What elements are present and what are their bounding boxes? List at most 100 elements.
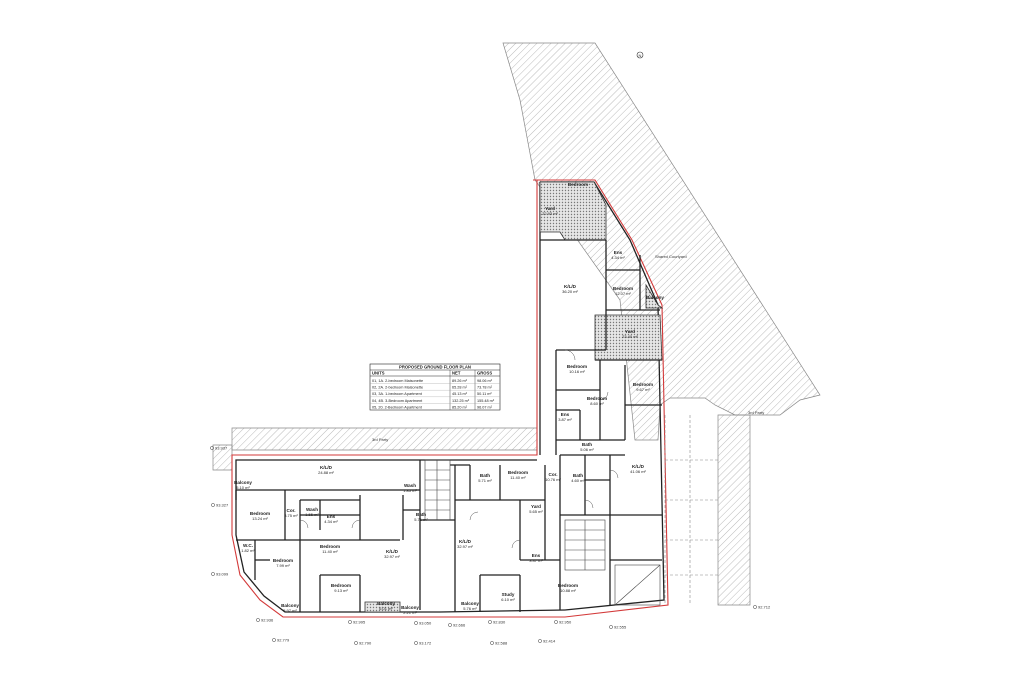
room-name-kld-c: K/L/D xyxy=(459,539,472,544)
room-area-kld-left: 24.88 m² xyxy=(318,470,334,475)
room-area-bedroom-l4: 9.13 m² xyxy=(334,588,348,593)
room-name-yard-mid: Yard xyxy=(625,329,635,334)
level-marker xyxy=(414,641,418,645)
room-name-bedroom-5: Bedroom xyxy=(587,396,607,401)
room-name-bath-r: Bath xyxy=(582,442,592,447)
level-value: 92.712 xyxy=(758,605,771,610)
level-value: 93.172 xyxy=(419,641,432,646)
room-area-kld-top: 36.20 m² xyxy=(562,289,578,294)
north-mark-label: N xyxy=(639,53,642,58)
room-area-ens-c: 3.37 m² xyxy=(529,558,543,563)
area-table-net: 89.26 m² xyxy=(452,379,468,383)
level-value: 92.936 xyxy=(261,618,274,623)
area-table-gross: 50.11 m² xyxy=(477,392,492,396)
room-name-ens-l: Ens xyxy=(327,514,336,519)
room-name-study: Study xyxy=(502,592,515,597)
balcony-top-fill xyxy=(645,283,664,309)
room-name-cor-c: Cor. xyxy=(549,472,558,477)
room-area-cor-l: 3.75 m² xyxy=(284,513,298,518)
level-marker xyxy=(448,623,452,627)
level-marker xyxy=(490,641,494,645)
level-marker xyxy=(538,639,542,643)
partitions-left-block xyxy=(235,460,560,612)
level-marker xyxy=(488,620,492,624)
room-area-ens-l: 4.34 m² xyxy=(324,519,338,524)
level-value: 92.790 xyxy=(359,641,372,646)
level-value: 93.327 xyxy=(216,503,229,508)
room-name-bath-l: Bath xyxy=(416,512,426,517)
room-name-yard-c: Yard xyxy=(531,504,541,509)
room-area-bath-r: 5.06 m² xyxy=(580,447,594,452)
level-marker xyxy=(348,620,352,624)
area-table-net: 45.13 m² xyxy=(452,392,468,396)
room-area-yard-top: 22.93 m² xyxy=(542,211,558,216)
room-area-bath-c: 5.71 m² xyxy=(478,478,492,483)
north-arrow: N xyxy=(636,51,644,59)
room-area-balcony-b4: 2.21 m² xyxy=(403,610,417,615)
third-party-label-left: 3rd Party xyxy=(372,437,388,442)
level-marker xyxy=(554,620,558,624)
level-marker xyxy=(609,625,613,629)
room-name-wc-l: W.C. xyxy=(243,543,253,548)
room-area-bedroom-c: 11.40 m² xyxy=(510,475,526,480)
room-name-balcony-b3: Balcony xyxy=(461,601,479,606)
door-swings xyxy=(299,349,619,549)
room-name-kld-right: K/L/D xyxy=(632,464,645,469)
area-table-gross: 155.48 m² xyxy=(477,399,495,403)
level-marker xyxy=(211,572,215,576)
room-name-kld-left: K/L/D xyxy=(320,465,333,470)
room-area-bedroom-l1: 13.24 m² xyxy=(252,516,268,521)
room-name-bedroom-l4: Bedroom xyxy=(331,583,351,588)
stairs-central xyxy=(424,459,451,521)
room-area-bedroom-3: 10.16 m² xyxy=(569,369,585,374)
room-name-bedroom-4: Bedroom xyxy=(633,382,653,387)
room-area-kld-right: 41.06 m² xyxy=(630,469,646,474)
room-area-ens-top: 4.34 m² xyxy=(611,255,625,260)
room-name-bedroom-3: Bedroom xyxy=(567,364,587,369)
shared-courtyard-label: Shared Courtyard xyxy=(655,254,687,259)
room-name-balcony-l: Balcony xyxy=(234,480,252,485)
room-area-yard-c: 5.65 m² xyxy=(529,509,543,514)
room-area-bedroom-5: 8.60 m² xyxy=(590,401,604,406)
room-area-balcony-b1: 5.97 m² xyxy=(283,608,297,613)
area-table-unit: 04, 4B. 3-Bedroom Apartment xyxy=(372,399,423,403)
level-value: 92.555 xyxy=(614,625,627,630)
level-value: 92.830 xyxy=(493,620,506,625)
room-name-bedroom-top: Bedroom xyxy=(568,182,588,187)
room-area-bedroom-c2: 10.88 m² xyxy=(560,588,576,593)
room-name-kld-top: K/L/D xyxy=(564,284,577,289)
room-name-ens-top: Ens xyxy=(614,250,623,255)
level-marker xyxy=(354,641,358,645)
level-marker xyxy=(753,605,757,609)
level-value: 92.950 xyxy=(559,620,572,625)
third-party-wall-diagonal xyxy=(502,42,821,441)
room-area-wash-l: 1.55 m² xyxy=(305,512,319,517)
area-table-unit: 02, 2A. 2-bedroom Maisonette xyxy=(372,386,423,390)
area-table-net: 65.28 m² xyxy=(452,386,468,390)
outer-wall-bottom xyxy=(235,459,566,613)
level-value: 93.099 xyxy=(216,572,229,577)
room-area-kld-c: 32.97 m² xyxy=(457,544,473,549)
room-area-bath-c2: 4.60 m² xyxy=(571,478,585,483)
room-area-balcony-b3: 5.76 m² xyxy=(463,606,477,611)
room-name-cor-l: Cor. xyxy=(287,508,296,513)
area-table-header-net: NET xyxy=(452,371,461,376)
room-name-balcony-b4: Balcony xyxy=(401,605,419,610)
third-party-label-right: 3rd Party xyxy=(748,410,764,415)
level-value: 93.050 xyxy=(419,621,432,626)
room-area-wash-l2: 1.85 m² xyxy=(403,488,417,493)
level-marker xyxy=(414,621,418,625)
area-table: PROPOSED GROUND FLOOR PLAN UNITS NET GRO… xyxy=(369,363,501,411)
third-party-wall-right xyxy=(717,414,751,606)
room-name-yard-top: Yard xyxy=(545,206,555,211)
area-table-title: PROPOSED GROUND FLOOR PLAN xyxy=(399,365,471,370)
room-name-wash-l: Wash xyxy=(306,507,318,512)
level-value: 92.779 xyxy=(277,638,290,643)
level-marker xyxy=(211,503,215,507)
room-name-wash-l2: Wash xyxy=(404,483,416,488)
room-name-bath-c2: Bath xyxy=(573,473,583,478)
area-table-header-units: UNITS xyxy=(372,371,385,376)
